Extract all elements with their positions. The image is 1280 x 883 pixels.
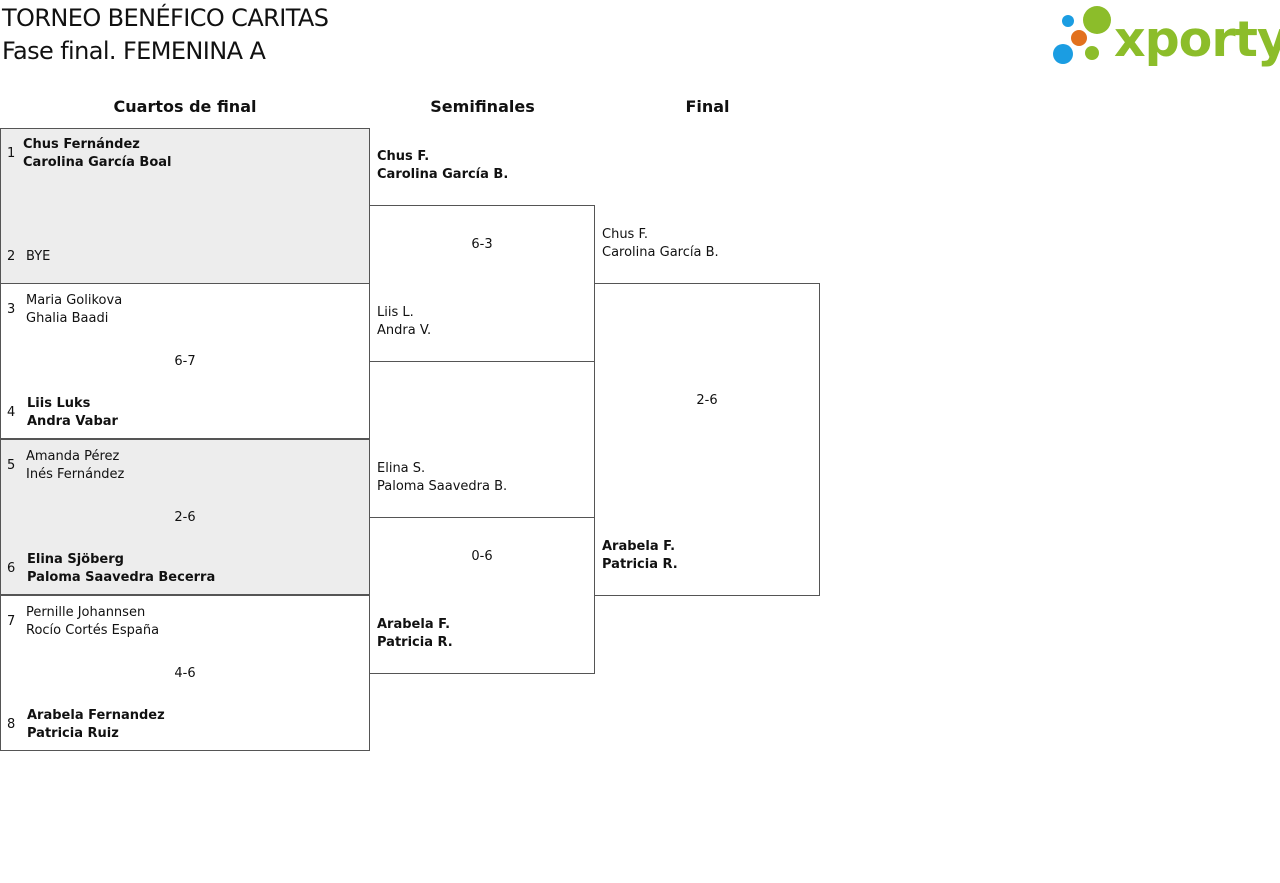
- player-name: Amanda Pérez: [26, 449, 120, 464]
- team-4[interactable]: Liis Luks Andra Vabar: [27, 395, 118, 431]
- player-name: Inés Fernández: [26, 467, 125, 482]
- player-name: BYE: [26, 249, 51, 264]
- match-score: 0-6: [471, 549, 493, 564]
- player-name: Patricia Ruiz: [27, 726, 119, 741]
- player-name: Arabela F.: [602, 539, 676, 554]
- xporty-logo-icon: xporty: [1053, 6, 1280, 68]
- player-name: Elina Sjöberg: [27, 552, 124, 567]
- player-name: Andra V.: [377, 323, 432, 338]
- player-name: Liis L.: [377, 305, 414, 320]
- player-name: Carolina García B.: [377, 167, 509, 182]
- team-5[interactable]: Amanda Pérez Inés Fernández: [26, 448, 124, 484]
- team-2[interactable]: BYE: [26, 248, 50, 266]
- team-7[interactable]: Pernille Johannsen Rocío Cortés España: [26, 604, 159, 640]
- quarterfinal-match-1[interactable]: [0, 128, 370, 284]
- player-name: Patricia R.: [377, 635, 453, 650]
- seed-number: 5: [7, 458, 16, 473]
- phase-subtitle: Fase final. FEMENINA A: [2, 37, 266, 65]
- player-name: Paloma Saavedra Becerra: [27, 570, 216, 585]
- svg-text:xporty: xporty: [1114, 11, 1280, 68]
- player-name: Chus F.: [377, 149, 430, 164]
- xporty-logo[interactable]: xporty: [1048, 0, 1280, 70]
- player-name: Ghalia Baadi: [26, 311, 109, 326]
- seed-number: 1: [7, 146, 16, 161]
- seed-number: 7: [7, 614, 16, 629]
- player-name: Elina S.: [377, 461, 426, 476]
- player-name: Chus Fernández: [23, 137, 140, 152]
- final-match[interactable]: [594, 283, 820, 596]
- match-score: 2-6: [174, 510, 196, 525]
- team-3[interactable]: Maria Golikova Ghalia Baadi: [26, 292, 122, 328]
- semifinal-1-team-top[interactable]: Chus F. Carolina García B.: [377, 148, 508, 184]
- match-score: 6-7: [174, 354, 196, 369]
- seed-number: 6: [7, 561, 16, 576]
- seed-number: 4: [7, 405, 16, 420]
- player-name: Carolina García B.: [602, 245, 719, 260]
- final-team-top[interactable]: Chus F. Carolina García B.: [602, 226, 719, 262]
- player-name: Rocío Cortés España: [26, 623, 160, 638]
- team-8[interactable]: Arabela Fernandez Patricia Ruiz: [27, 707, 165, 743]
- column-header-quarterfinals: Cuartos de final: [113, 97, 257, 116]
- player-name: Carolina García Boal: [23, 155, 172, 170]
- player-name: Arabela F.: [377, 617, 451, 632]
- semifinal-1-team-bottom[interactable]: Liis L. Andra V.: [377, 304, 431, 340]
- final-team-bottom[interactable]: Arabela F. Patricia R.: [602, 538, 678, 574]
- team-1[interactable]: Chus Fernández Carolina García Boal: [23, 136, 172, 172]
- quarterfinal-match-3[interactable]: [0, 439, 370, 595]
- player-name: Liis Luks: [27, 396, 91, 411]
- player-name: Andra Vabar: [27, 414, 118, 429]
- match-score: 6-3: [471, 237, 493, 252]
- column-header-final: Final: [685, 97, 730, 116]
- tournament-title: TORNEO BENÉFICO CARITAS: [2, 4, 329, 32]
- player-name: Arabela Fernandez: [27, 708, 165, 723]
- player-name: Patricia R.: [602, 557, 678, 572]
- player-name: Pernille Johannsen: [26, 605, 146, 620]
- column-header-semifinals: Semifinales: [430, 97, 535, 116]
- seed-number: 2: [7, 249, 16, 264]
- seed-number: 3: [7, 302, 16, 317]
- team-6[interactable]: Elina Sjöberg Paloma Saavedra Becerra: [27, 551, 215, 587]
- match-score: 2-6: [696, 393, 718, 408]
- player-name: Chus F.: [602, 227, 648, 242]
- match-score: 4-6: [174, 666, 196, 681]
- seed-number: 8: [7, 717, 16, 732]
- player-name: Maria Golikova: [26, 293, 123, 308]
- semifinal-2-team-bottom[interactable]: Arabela F. Patricia R.: [377, 616, 453, 652]
- semifinal-2-team-top[interactable]: Elina S. Paloma Saavedra B.: [377, 460, 507, 496]
- player-name: Paloma Saavedra B.: [377, 479, 508, 494]
